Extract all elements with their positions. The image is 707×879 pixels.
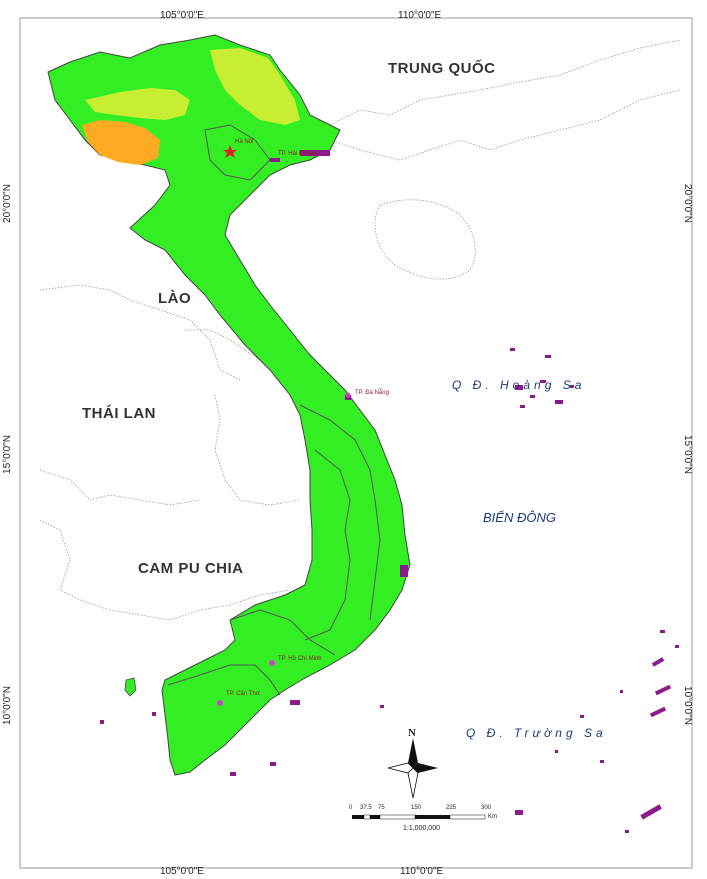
scale-tick-0: 0 [349, 805, 353, 811]
archipelago-label-paracel: Q Đ. Hoàng Sa [452, 378, 586, 392]
coord-top-left: 105°0'0"E [160, 10, 204, 21]
city-label-hanoi: Hà Nội [235, 139, 254, 145]
lat-label-10-right: 10°0'0"N [681, 686, 693, 725]
scale-unit: Km [488, 814, 497, 820]
country-label-laos: LÀO [158, 290, 192, 307]
capital-star-icon [223, 145, 237, 158]
coord-bottom-right: 110°0'0"E [400, 866, 444, 877]
scale-tick-2: 75 [378, 805, 385, 811]
lat-label-20-left: 20°0'0"N [1, 184, 13, 223]
highland-zone [210, 48, 300, 125]
sea-label-east-sea: BIỂN ĐÔNG [483, 510, 556, 525]
scale-tick-4: 225 [446, 805, 457, 811]
highland-zone [85, 88, 190, 120]
city-dot-icon [217, 700, 223, 706]
scale-ratio: 1:1,000,000 [403, 825, 440, 832]
scale-tick-3: 150 [411, 805, 422, 811]
city-markers [217, 145, 351, 706]
vietnam-land [47, 34, 411, 776]
lat-label-20-right: 20°0'0"N [681, 184, 693, 223]
city-dot-icon [345, 392, 351, 398]
coord-top-right: 110°0'0"E [398, 10, 442, 21]
region-borders [167, 124, 381, 696]
country-label-cambodia: CAM PU CHIA [138, 560, 244, 577]
lat-label-15-left: 15°0'0"N [1, 435, 13, 474]
coord-bottom-left: 105°0'0"E [160, 866, 204, 877]
lat-label-10-left: 10°0'0"N [1, 686, 13, 725]
scale-tick-5: 300 [481, 805, 492, 811]
country-label-thailand: THÁI LAN [82, 405, 156, 422]
compass-north-label: N [408, 727, 416, 739]
north-arrow-icon [387, 738, 438, 799]
archipelago-label-spratly: Q Đ. Trường Sa [466, 726, 607, 740]
island-clusters [100, 150, 679, 833]
country-label-china: TRUNG QUỐC [388, 60, 496, 77]
mountain-zone [82, 120, 160, 165]
city-dot-icon [269, 660, 275, 666]
southern-islands [124, 677, 137, 697]
scale-tick-1: 37.5 [360, 805, 372, 811]
city-label-da-nang: TP. Đà Nẵng [355, 390, 389, 396]
city-label-hcmc: TP. Hồ Chí Minh [278, 656, 322, 662]
scale-bar [352, 814, 486, 820]
lat-label-15-right: 15°0'0"N [681, 435, 693, 474]
map-border [19, 17, 693, 869]
city-label-hai-phong: TP. Hải Phòng [278, 151, 317, 157]
neighbor-borders [39, 39, 681, 621]
city-label-can-tho: TP. Cần Thơ [226, 691, 260, 697]
